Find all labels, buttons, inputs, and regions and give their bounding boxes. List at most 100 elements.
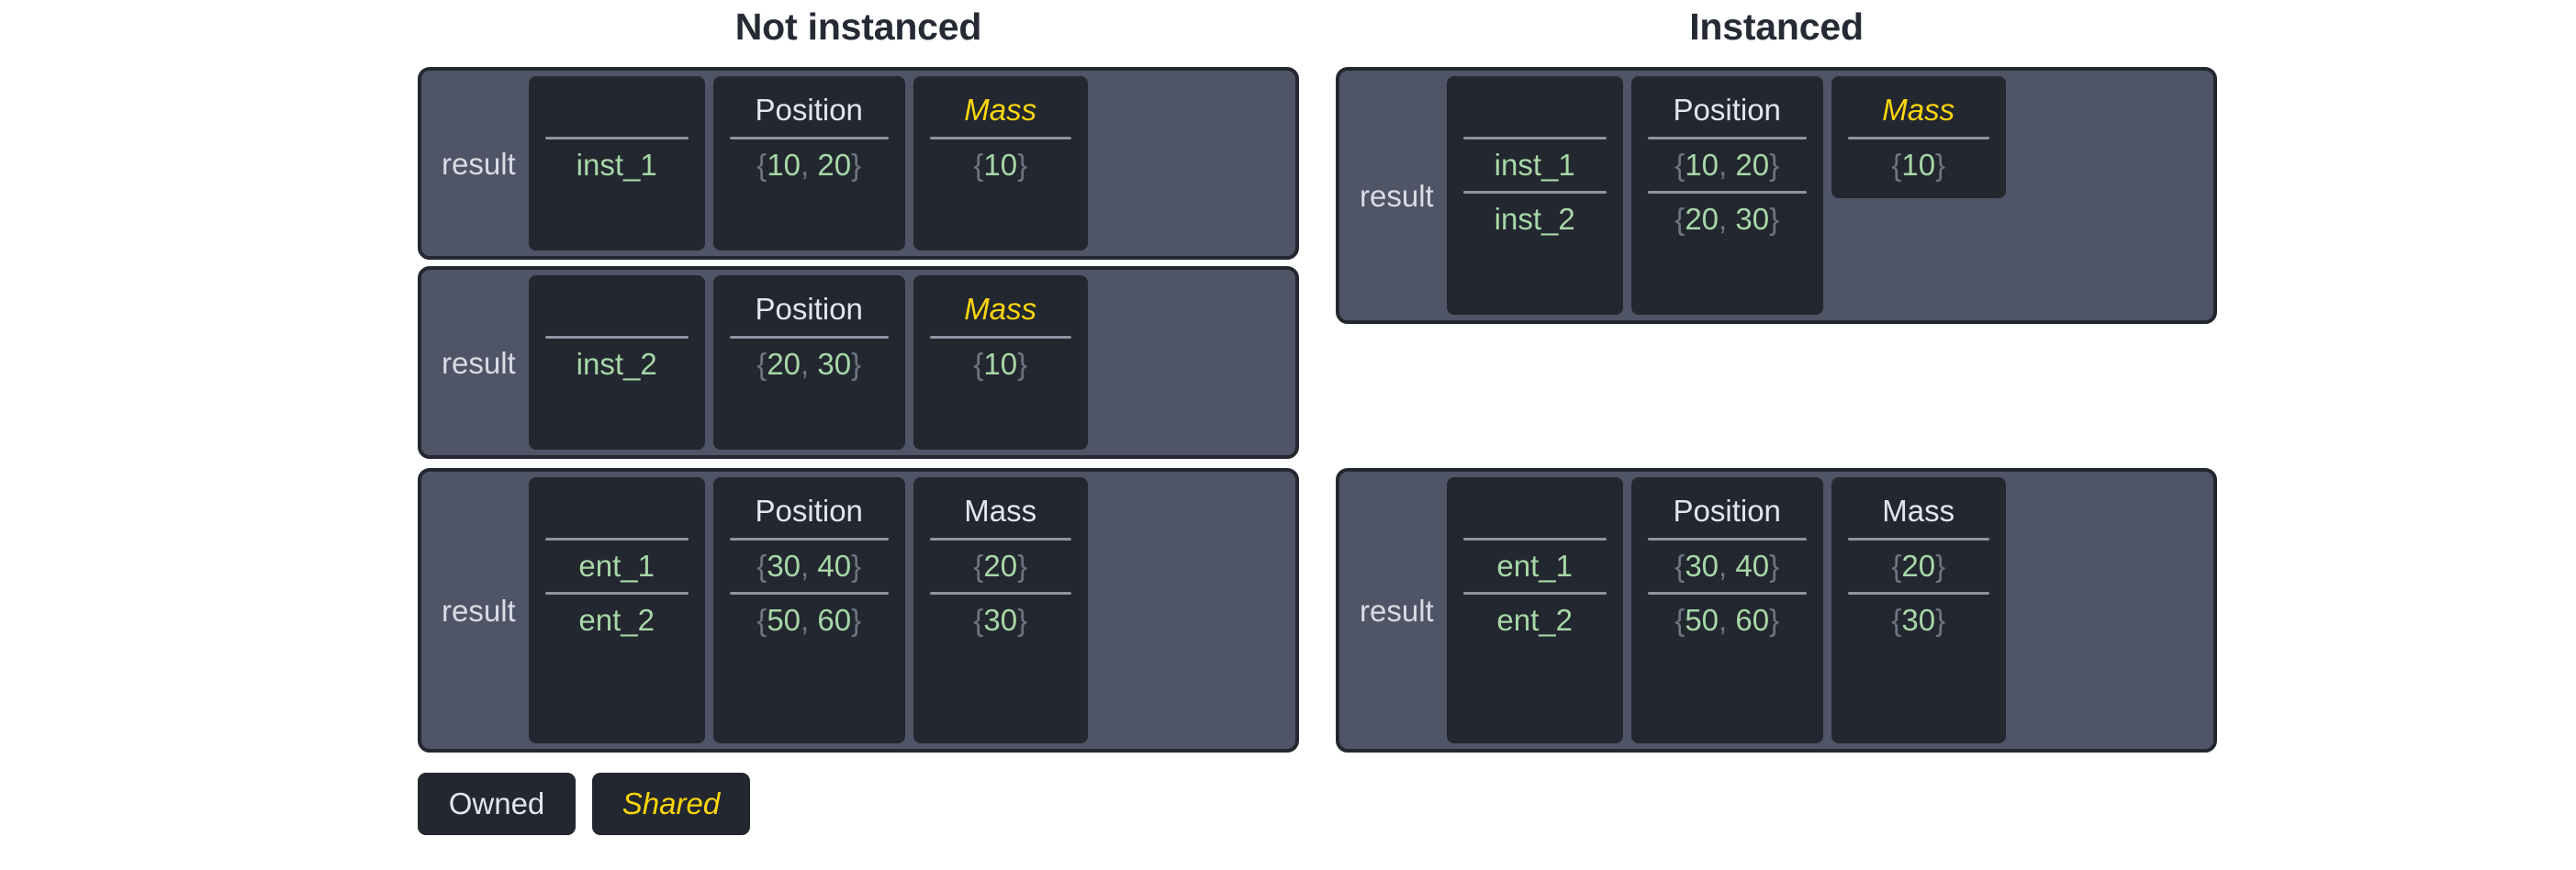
mass-number: 10 [1901,147,1936,182]
brace-close: } [1017,548,1028,583]
brace-open: { [1674,147,1686,182]
name-column-header [529,283,705,334]
position-column-header: Position [755,92,863,127]
brace-open: { [756,147,767,182]
header-rule [929,137,1071,139]
header-rule [729,538,889,541]
header-rule [1462,137,1607,139]
name-column: inst_1 inst_2 [1446,76,1623,315]
result-gutter: result [427,275,529,450]
mass-value: {10} [913,339,1088,388]
position-column: Position {20, 30} [712,275,905,450]
instanced-card-entities: result ent_1 ent_2 Position {30, 40} {50… [1336,468,2217,753]
column-group: ent_1 ent_2 Position {30, 40} {50, 60} M… [528,477,1290,743]
not-instanced-card-entities: result ent_1 ent_2 Position {30, 40} {50… [418,468,1299,753]
header-rule [544,538,689,541]
position-value: {20, 30} [1631,194,1823,243]
position-comma: , [1719,201,1728,236]
mass-number: 30 [983,602,1018,637]
row-rule [1462,191,1607,194]
row-rule [729,592,889,595]
header-rule [1647,137,1807,139]
brace-close: } [851,147,862,182]
name-value: ent_1 [578,548,655,583]
position-comma: , [801,548,810,583]
brace-open: { [973,602,984,637]
position-value: {50, 60} [713,595,905,644]
name-column-header [1447,485,1623,536]
header-rule [1847,137,1989,139]
brace-close: } [1769,201,1780,236]
position-comma: , [801,147,810,182]
position-y: 40 [1735,548,1770,583]
mass-column-header: Mass [1882,92,1955,127]
position-column-header: Position [1673,92,1781,127]
position-comma: , [801,602,810,637]
position-value: {30, 40} [1631,541,1823,590]
position-y: 60 [817,602,852,637]
brace-open: { [756,602,767,637]
legend-owned: Owned [418,773,576,835]
header-rule [544,336,689,339]
header-rule [1647,538,1807,541]
name-column-header [529,84,705,135]
brace-close: } [851,548,862,583]
brace-close: } [1017,346,1028,381]
position-value: {20, 30} [713,339,905,388]
header-rule [929,538,1071,541]
mass-number: 10 [983,346,1018,381]
name-value: ent_2 [1496,602,1573,637]
column-group: inst_1 Position {10, 20} Mass {10} [528,76,1290,251]
name-value: inst_1 [1494,147,1575,182]
name-column: ent_1 ent_2 [1446,477,1623,743]
name-value: inst_2 [576,346,657,381]
brace-close: } [1935,548,1946,583]
mass-number: 30 [1901,602,1936,637]
position-column-header: Position [755,493,863,528]
position-y: 30 [817,346,852,381]
position-y: 20 [817,147,852,182]
position-x: 50 [767,602,801,637]
name-value: inst_1 [576,147,657,182]
name-column: inst_2 [528,275,705,450]
header-rule [1847,538,1989,541]
row-rule [1847,592,1989,595]
mass-value: {20} [913,541,1088,590]
brace-close: } [1935,602,1946,637]
name-column-header [1447,84,1623,135]
mass-column-header: Mass [964,493,1037,528]
position-y: 60 [1735,602,1770,637]
shared-mass-value: {10} [1831,139,2006,189]
result-label: result [1360,593,1434,628]
mass-column: Mass {20} {30} [913,477,1088,743]
brace-open: { [1674,548,1686,583]
brace-open: { [1891,147,1902,182]
instanced-card-instances: result inst_1 inst_2 Position {10, 20} {… [1336,67,2217,324]
position-column-header: Position [1673,493,1781,528]
position-value: {50, 60} [1631,595,1823,644]
legend: Owned Shared [418,773,750,835]
position-value: {10, 20} [713,139,905,189]
position-comma: , [1719,602,1728,637]
brace-open: { [973,147,984,182]
name-value: inst_2 [1494,201,1575,236]
mass-value: {30} [1831,595,2006,644]
brace-open: { [1674,602,1686,637]
mass-number: 20 [1901,548,1936,583]
brace-close: } [1769,602,1780,637]
position-x: 30 [767,548,801,583]
brace-close: } [1769,147,1780,182]
mass-column-header: Mass [1882,493,1955,528]
brace-close: } [851,602,862,637]
position-comma: , [801,346,810,381]
position-comma: , [1719,147,1728,182]
result-gutter: result [427,477,529,743]
position-x: 10 [1685,147,1719,182]
position-y: 20 [1735,147,1770,182]
header-rule [929,336,1071,339]
position-value: {10, 20} [1631,139,1823,189]
name-value: ent_1 [1496,548,1573,583]
column-title-instanced: Instanced [1689,6,1864,48]
position-column: Position {30, 40} {50, 60} [1630,477,1823,743]
position-y: 40 [817,548,852,583]
